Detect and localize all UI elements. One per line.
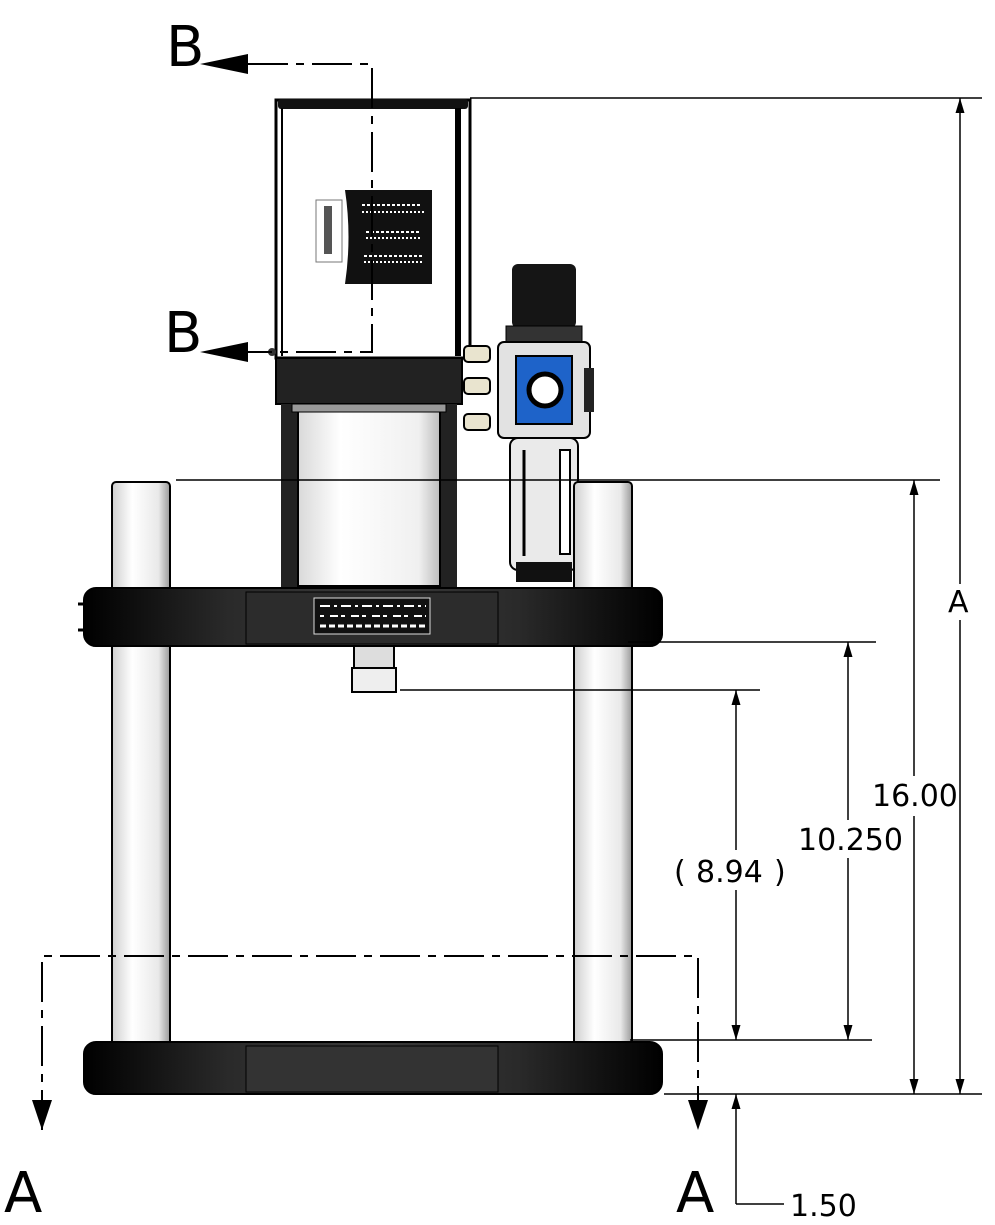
dim-label-1-50: 1.50 xyxy=(790,1189,857,1224)
ram xyxy=(351,645,397,693)
section-label-b-bottom: B xyxy=(164,301,202,366)
dim-label-a: A xyxy=(948,585,969,620)
guide-rods xyxy=(111,481,633,1045)
housing-nameplate xyxy=(315,190,432,284)
air-fittings xyxy=(463,345,491,431)
section-line-b xyxy=(200,54,373,362)
upper-plate xyxy=(78,587,663,647)
dim-label-16: 16.00 xyxy=(872,779,958,814)
dim-label-paren-close: ) xyxy=(774,855,786,890)
dim-label-10-250: 10.250 xyxy=(798,823,903,858)
section-line-a xyxy=(32,955,708,1130)
section-label-a-left: A xyxy=(4,1161,42,1225)
filter-regulator xyxy=(497,264,594,582)
dimension-1-50 xyxy=(731,1094,784,1205)
dim-label-8-94: 8.94 xyxy=(696,855,763,890)
section-label-b-top: B xyxy=(166,15,204,80)
extension-lines xyxy=(176,97,982,1095)
base-plate xyxy=(83,1041,663,1095)
housing-collar xyxy=(275,357,463,405)
dim-label-paren-open: ( xyxy=(674,855,686,890)
section-label-a-right: A xyxy=(676,1161,714,1225)
cylinder-body xyxy=(281,403,457,588)
